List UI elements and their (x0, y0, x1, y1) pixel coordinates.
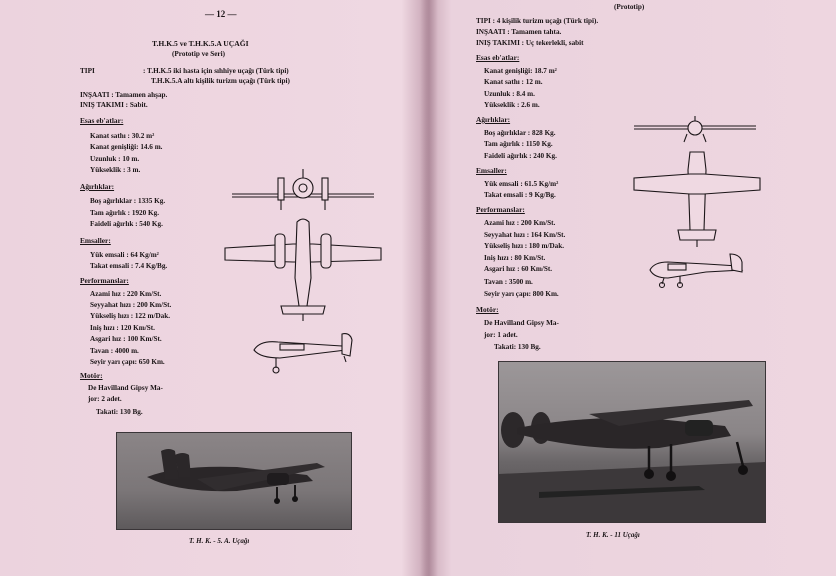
aircraft-drawing-top (633, 151, 761, 247)
spec-line: Boş ağırlıklar : 1335 Kg. (90, 197, 166, 205)
perf-heading: Performanslar: (476, 205, 525, 214)
page-subtitle: (Prototip) (614, 3, 645, 11)
tipi-value-2: T.H.K.5.A altı kişilik turizm uçağı (Tür… (151, 77, 290, 85)
spec-line: Takat emsali : 9 Kg/Bg. (484, 191, 556, 199)
spec-line: Seyyahat hızı : 164 Km/St. (484, 231, 566, 239)
motor-line: Takati: 130 Bg. (96, 408, 143, 416)
spec-line: Uzunluk : 10 m. (90, 155, 140, 163)
spec-line: Yükseklik : 2.6 m. (484, 101, 540, 109)
spec-line: Uzunluk : 8.4 m. (484, 90, 535, 98)
insaati-line: INŞAATI : Tamamen tahta. (476, 28, 562, 36)
spec-line: Azami hız : 200 Km/St. (484, 219, 556, 227)
motor-line: jor: 1 adet. (484, 331, 518, 339)
spec-line: Azami hız : 220 Km/St. (90, 290, 162, 298)
spec-line: Tavan : 3500 m. (484, 278, 533, 286)
inis-line: INIŞ TAKIMI : Uç tekerlekli, sabit (476, 39, 584, 47)
emsal-heading: Emsaller: (476, 166, 507, 175)
motor-heading: Motör: (80, 371, 103, 380)
aircraft-drawing-front (634, 116, 756, 143)
spec-line: Asgari hız : 100 Km/St. (90, 335, 162, 343)
page-number: — 12 — (205, 9, 237, 19)
spec-line: Yük emsali : 64 Kg/m² (90, 251, 159, 259)
aircraft-drawing-front (232, 169, 374, 210)
photo-caption: T. H. K. - 11 Uçağı (586, 531, 640, 539)
motor-heading: Motör: (476, 305, 499, 314)
spec-line: Boş ağırlıklar : 828 Kg. (484, 129, 556, 137)
aircraft-drawing-side (649, 253, 744, 289)
motor-line: De Havilland Gipsy Ma- (484, 319, 559, 327)
esas-heading: Esas eb'atlar: (80, 116, 124, 125)
aircraft-drawing-top (224, 218, 382, 321)
motor-line: Takati: 130 Bg. (494, 343, 541, 351)
tipi-label: TIPI (80, 67, 95, 75)
inis-line: INIŞ TAKIMI : Sabit. (80, 101, 148, 109)
spec-line: Faideli ağırlık : 240 Kg. (484, 152, 557, 160)
perf-heading: Performanslar: (80, 276, 129, 285)
insaati-line: INŞAATI : Tamamen ahşap. (80, 91, 168, 99)
spec-line: Asgari hız : 60 Km/St. (484, 265, 553, 273)
spec-line: Faideli ağırlık : 540 Kg. (90, 220, 163, 228)
spec-line: Seyir yarı çapı: 650 Km. (90, 358, 165, 366)
right-page: (Prototip) TIPI : 4 kişilik turizm uçağı… (438, 0, 836, 576)
page-subtitle: (Prototip ve Seri) (172, 50, 225, 58)
agirlik-heading: Ağırlıklar: (80, 182, 115, 191)
spec-line: Tam ağırlık : 1150 Kg. (484, 140, 553, 148)
photo-caption: T. H. K. - 5. A. Uçağı (189, 537, 250, 545)
spec-line: Kanat sathı : 12 m. (484, 78, 543, 86)
motor-line: De Havilland Gipsy Ma- (88, 384, 163, 392)
agirlik-heading: Ağırlıklar: (476, 115, 511, 124)
page-fold (420, 0, 438, 576)
spec-line: Kanat genişliği: 14.6 m. (90, 143, 163, 151)
spec-line: Iniş hızı : 80 Km/St. (484, 254, 546, 262)
aircraft-drawing-side (253, 333, 353, 374)
spec-line: Kanat genişliği: 18.7 m² (484, 67, 557, 75)
spec-line: Yükseliş hızı : 122 m/Dak. (90, 312, 171, 320)
spec-line: Iniş hızı : 120 Km/St. (90, 324, 155, 332)
left-page: — 12 — T.H.K.5 ve T.H.K.5.A UÇAĞI (Proto… (80, 9, 382, 545)
emsal-heading: Emsaller: (80, 236, 111, 245)
esas-heading: Esas eb'atlar: (476, 53, 520, 62)
spec-line: Tavan : 4000 m. (90, 347, 139, 355)
spec-line: Yük emsali : 61.5 Kg/m² (484, 180, 559, 188)
spec-line: Yükseklik : 3 m. (90, 166, 141, 174)
spec-line: Tam ağırlık : 1920 Kg. (90, 209, 160, 217)
spec-line: Seyir yarı çapı: 800 Km. (484, 290, 559, 298)
aircraft-photo-thk11 (498, 361, 766, 523)
tipi-line: TIPI : 4 kişilik turizm uçağı (Türk tipi… (476, 17, 599, 25)
spec-line: Seyyahat hızı : 200 Km/St. (90, 301, 172, 309)
page-title: T.H.K.5 ve T.H.K.5.A UÇAĞI (152, 39, 249, 48)
spec-line: Kanat sathı : 30.2 m² (90, 132, 155, 140)
aircraft-photo-thk5a (116, 432, 352, 530)
spec-line: Yükseliş hızı : 180 m/Dak. (484, 242, 565, 250)
motor-line: jor: 2 adet. (88, 395, 122, 403)
tipi-value-1: : T.H.K.5 iki hasta için sıhhiye uçağı (… (143, 67, 289, 75)
spec-line: Takat emsali : 7.4 Kg/Bg. (90, 262, 168, 270)
